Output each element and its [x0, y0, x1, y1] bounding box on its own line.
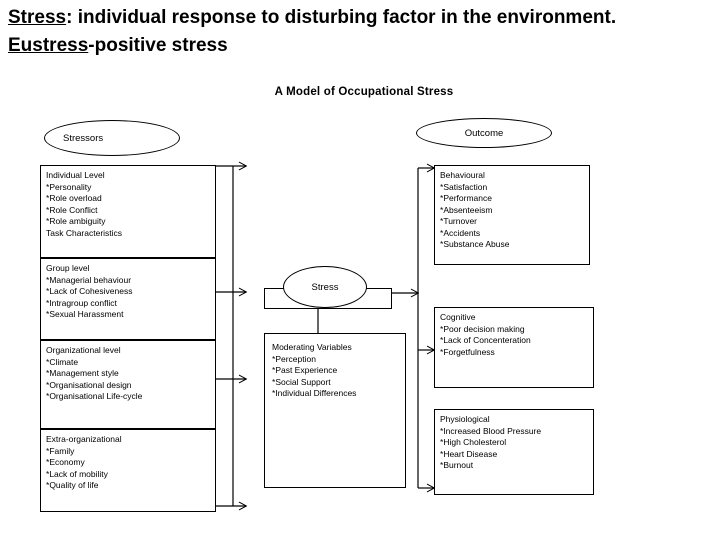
box-item: Social Support	[272, 377, 405, 389]
box-item: Lack of mobility	[46, 469, 215, 481]
box-group-level[interactable]: Group level Managerial behaviour Lack of…	[40, 258, 216, 340]
box-item: Burnout	[440, 460, 593, 472]
box-item: Intragroup conflict	[46, 298, 215, 310]
box-title: Moderating Variables	[272, 342, 352, 352]
box-item: Heart Disease	[440, 449, 593, 461]
box-title: Individual Level	[46, 170, 105, 180]
box-item: Turnover	[440, 216, 589, 228]
box-item: High Cholesterol	[440, 437, 593, 449]
diagram-title: A Model of Occupational Stress	[274, 86, 454, 98]
node-stress[interactable]: Stress	[283, 266, 367, 308]
heading-line-1-rest: : individual response to disturbing fact…	[66, 7, 617, 28]
node-outcome[interactable]: Outcome	[416, 118, 552, 148]
box-item: Satisfaction	[440, 182, 589, 194]
box-item: Absenteeism	[440, 205, 589, 217]
box-item: Poor decision making	[440, 324, 593, 336]
page-heading: Stress: individual response to disturbin…	[8, 4, 720, 60]
box-item: Lack of Cohesiveness	[46, 286, 215, 298]
box-item: Perception	[272, 354, 405, 366]
heading-line-2: Eustress-positive stress	[8, 32, 720, 60]
node-stressors-label: Stressors	[63, 132, 104, 144]
node-stressors[interactable]: Stressors	[44, 120, 180, 156]
box-item: Organisational Life-cycle	[46, 391, 215, 403]
node-outcome-label: Outcome	[464, 127, 504, 139]
box-item: Role Conflict	[46, 205, 215, 217]
box-individual-level[interactable]: Individual Level Personality Role overlo…	[40, 165, 216, 258]
box-item: Past Experience	[272, 365, 405, 377]
box-item: Forgetfulness	[440, 347, 593, 359]
box-item: Management style	[46, 368, 215, 380]
box-physiological-outcome[interactable]: Physiological Increased Blood Pressure H…	[434, 409, 594, 495]
node-stress-label: Stress	[311, 281, 339, 293]
box-cognitive-outcome[interactable]: Cognitive Poor decision making Lack of C…	[434, 307, 594, 388]
heading-line-1: Stress: individual response to disturbin…	[8, 4, 720, 32]
box-item: Substance Abuse	[440, 239, 589, 251]
box-item: Organisational design	[46, 380, 215, 392]
box-item: Sexual Harassment	[46, 309, 215, 321]
box-title: Physiological	[440, 414, 490, 424]
box-behavioural-outcome[interactable]: Behavioural Satisfaction Performance Abs…	[434, 165, 590, 265]
box-item: Performance	[440, 193, 589, 205]
box-item: Personality	[46, 182, 215, 194]
heading-line-2-rest: -positive stress	[88, 35, 228, 56]
box-title: Extra-organizational	[46, 434, 122, 444]
box-item: Increased Blood Pressure	[440, 426, 593, 438]
box-item: Climate	[46, 357, 215, 369]
box-title: Group level	[46, 263, 90, 273]
box-item: Managerial behaviour	[46, 275, 215, 287]
box-item: Economy	[46, 457, 215, 469]
box-item: Quality of life	[46, 480, 215, 492]
box-item: Individual Differences	[272, 388, 405, 400]
box-item: Lack of Concenteration	[440, 335, 593, 347]
box-title: Organizational level	[46, 345, 121, 355]
box-extra-organizational[interactable]: Extra-organizational Family Economy Lack…	[40, 429, 216, 512]
box-item: Task Characteristics	[46, 227, 123, 238]
box-item: Accidents	[440, 228, 589, 240]
box-organizational-level[interactable]: Organizational level Climate Management …	[40, 340, 216, 429]
box-title: Cognitive	[440, 312, 476, 322]
box-item: Role overload	[46, 193, 215, 205]
heading-term-eustress: Eustress	[8, 35, 89, 56]
box-item: Role ambiguity	[46, 216, 215, 228]
box-moderating-variables[interactable]: Moderating Variables Perception Past Exp…	[264, 333, 406, 488]
heading-term-stress: Stress	[8, 7, 67, 28]
box-item: Family	[46, 446, 215, 458]
box-title: Behavioural	[440, 170, 485, 180]
